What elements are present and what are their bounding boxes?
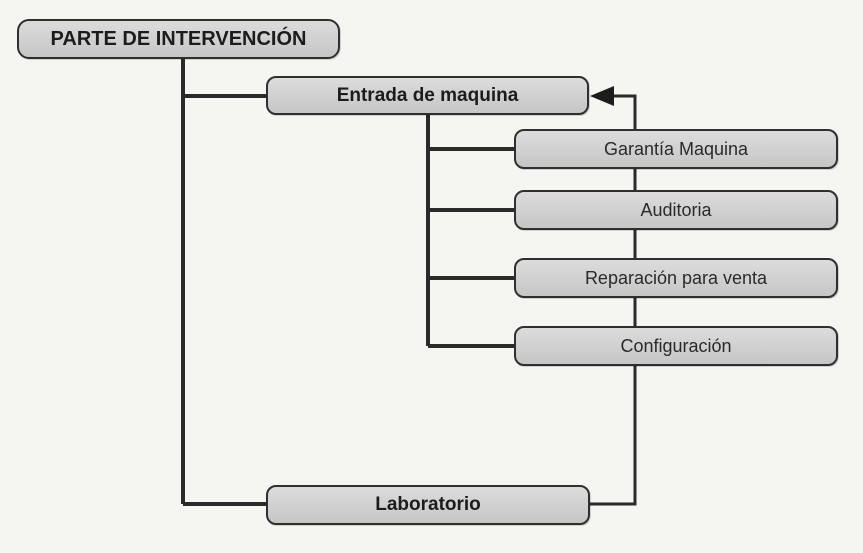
entrada-node: Entrada de maquina	[266, 76, 589, 115]
child-node-label: Garantía Maquina	[603, 138, 749, 159]
feedback-arrowhead-icon	[590, 86, 614, 106]
root-node-label: PARTE DE INTERVENCIÓN	[50, 27, 307, 50]
root-node: PARTE DE INTERVENCIÓN	[17, 19, 340, 59]
child-node-label: Configuración	[620, 335, 732, 356]
feedback-loop-line	[590, 94, 637, 506]
child-node-label: Auditoria	[640, 199, 712, 220]
laboratorio-node-label: Laboratorio	[375, 494, 481, 515]
entrada-node-label: Entrada de maquina	[336, 84, 519, 106]
child-node-configuracion: Configuración	[514, 326, 838, 366]
laboratorio-node: Laboratorio	[266, 485, 590, 525]
child-node-reparacion: Reparación para venta	[514, 258, 838, 298]
child-node-label: Reparación para venta	[584, 267, 768, 288]
child-node-garantia: Garantía Maquina	[514, 129, 838, 169]
child-node-auditoria: Auditoria	[514, 190, 838, 230]
